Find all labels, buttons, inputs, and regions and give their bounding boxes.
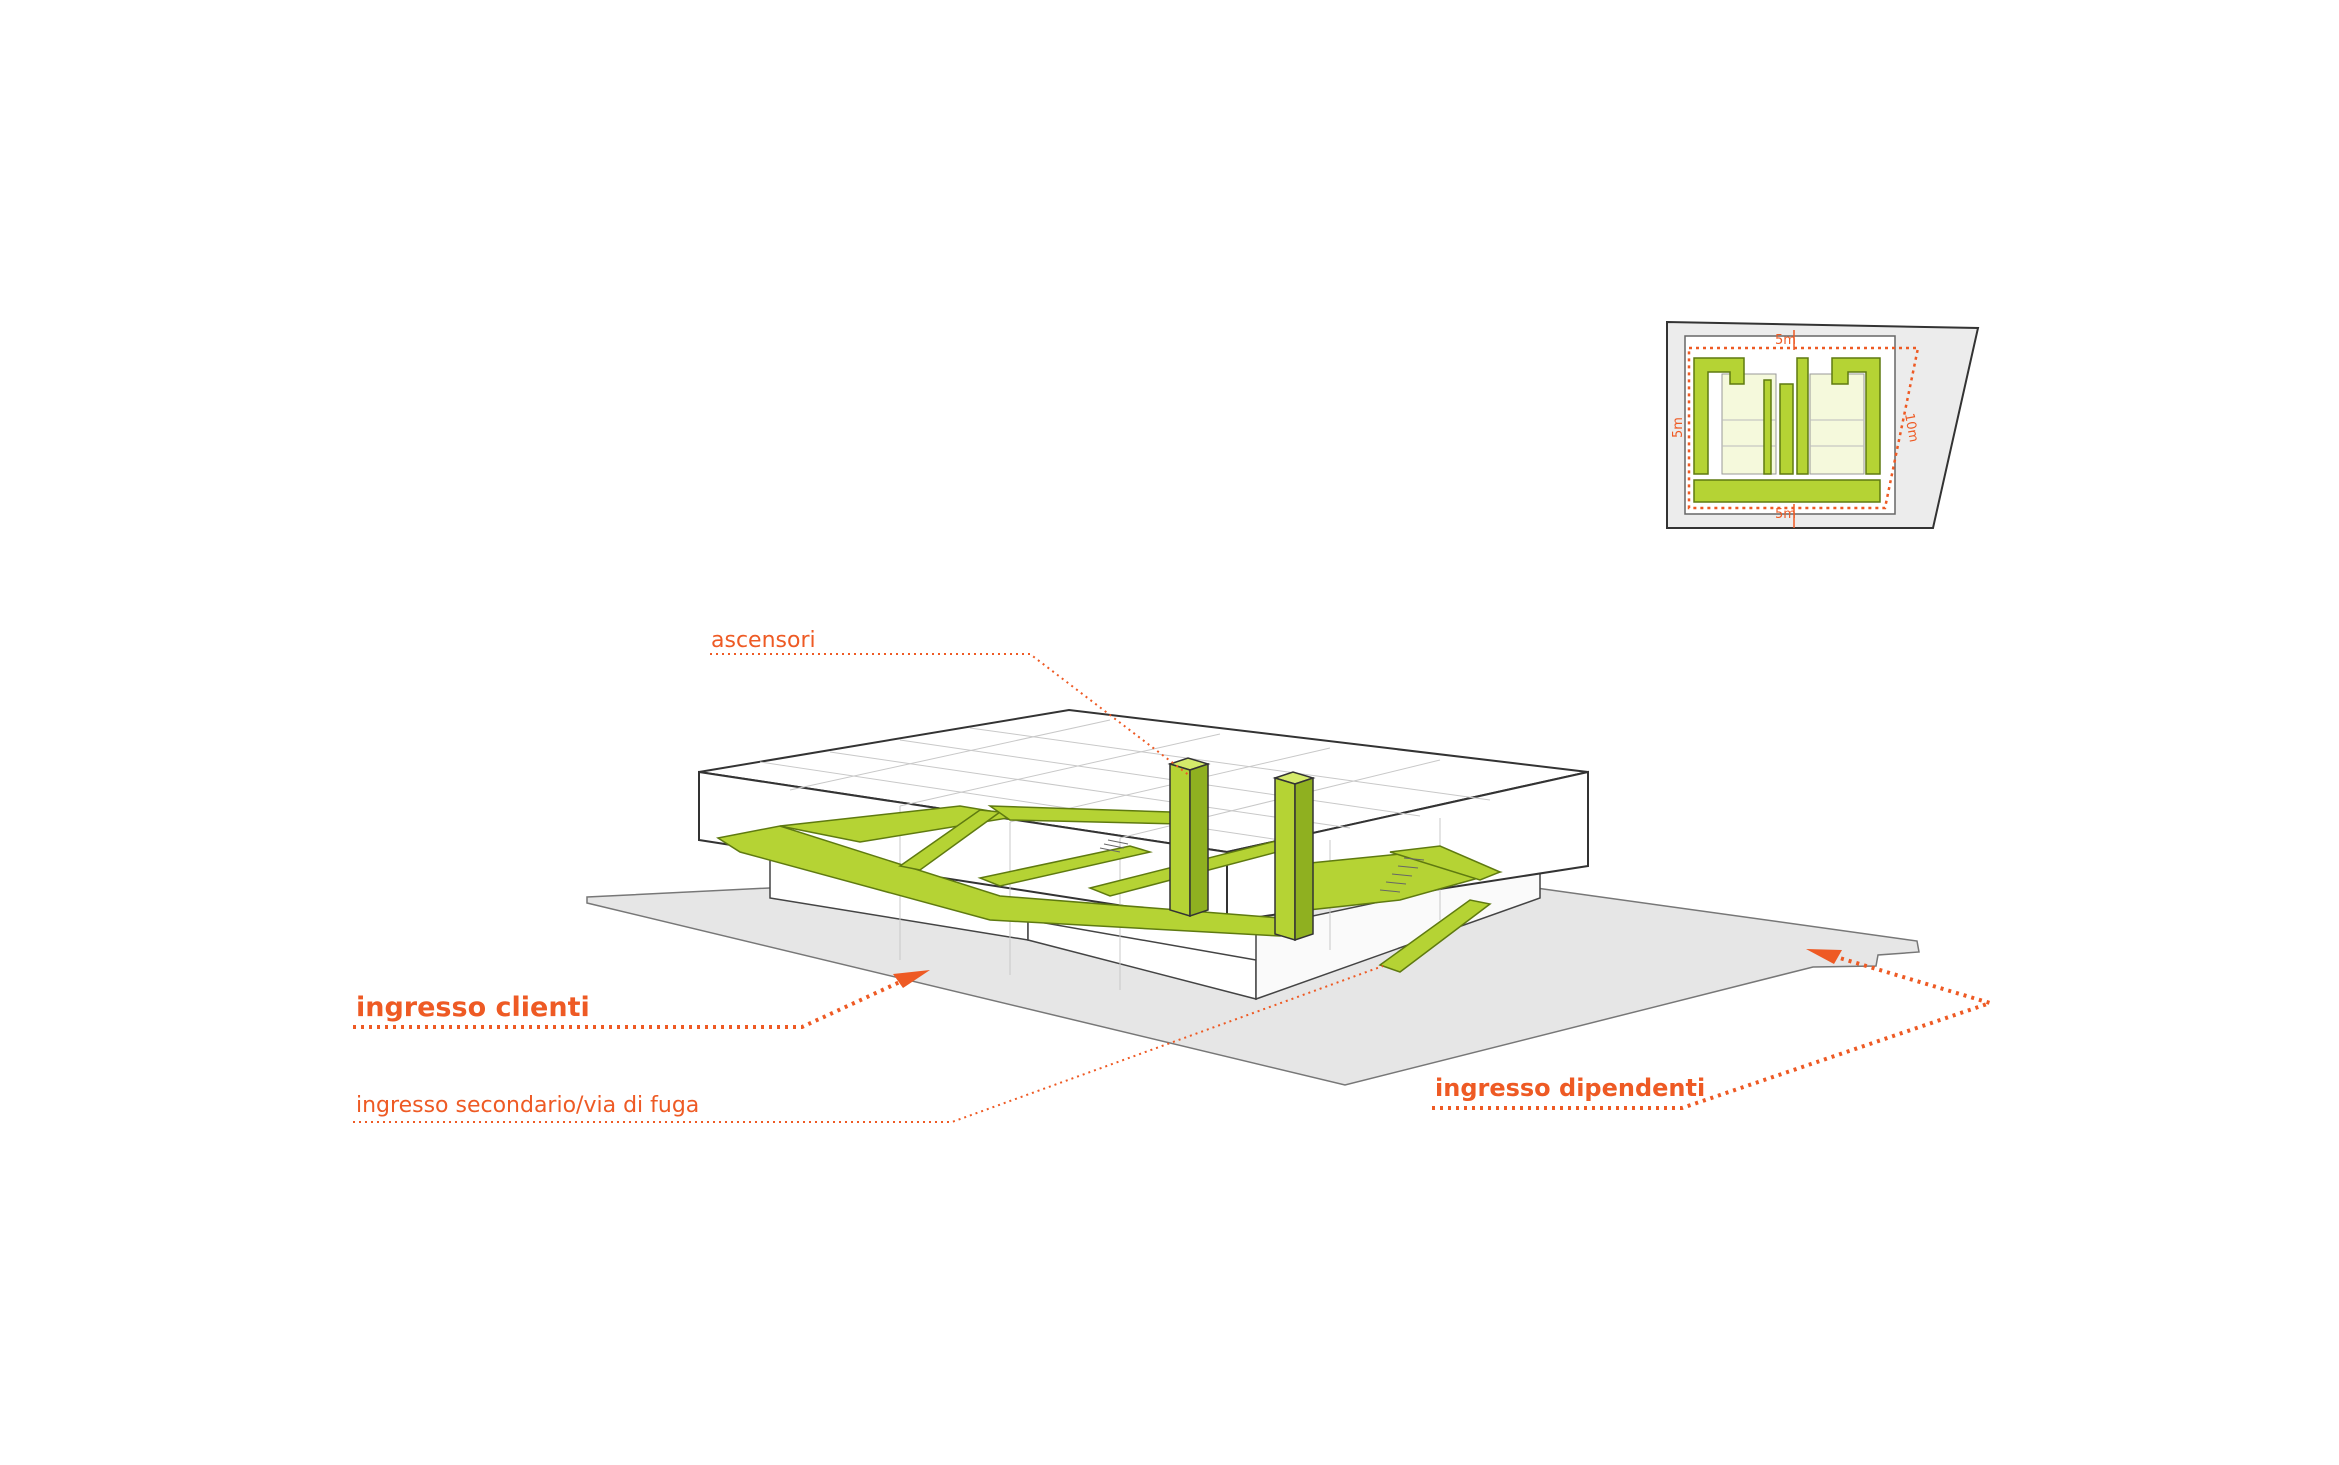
inset-dim-bottom: 5m — [1775, 507, 1796, 522]
inset-green-walls — [1693, 357, 1881, 503]
inset-room-right — [1809, 373, 1865, 475]
inset-dim-left: 5m — [1671, 417, 1686, 438]
label-staff-entrance: ingresso dipendenti — [1435, 1074, 1705, 1102]
inset-floor-plan: 5m 5m 10m 5m — [1666, 320, 1980, 529]
leader-staff-entrance — [1432, 954, 1997, 1110]
inset-dimension-outline — [1687, 346, 1920, 510]
leader-secondary-entrance — [353, 965, 1384, 1123]
label-elevators: ascensori — [711, 628, 816, 653]
label-customer-entrance: ingresso clienti — [356, 992, 590, 1023]
leader-elevators — [710, 653, 1191, 777]
inset-dim-top: 5m — [1775, 333, 1796, 348]
circulation-ramp — [1378, 899, 1492, 973]
circulation-upper-right — [1389, 845, 1502, 881]
circulation-mid — [977, 845, 1153, 887]
arrow-staff-entrance — [1806, 949, 1842, 964]
arrow-customer-entrance — [893, 970, 930, 988]
building-volume — [698, 708, 1589, 1001]
elevator-core-1 — [1167, 757, 1211, 918]
inset-dim-right: 10m — [1901, 412, 1921, 443]
label-secondary-entrance: ingresso secondario/via di fuga — [356, 1093, 699, 1118]
leader-customer-entrance — [353, 973, 916, 1029]
elevator-core-2 — [1272, 771, 1316, 942]
stairs — [1099, 839, 1425, 893]
